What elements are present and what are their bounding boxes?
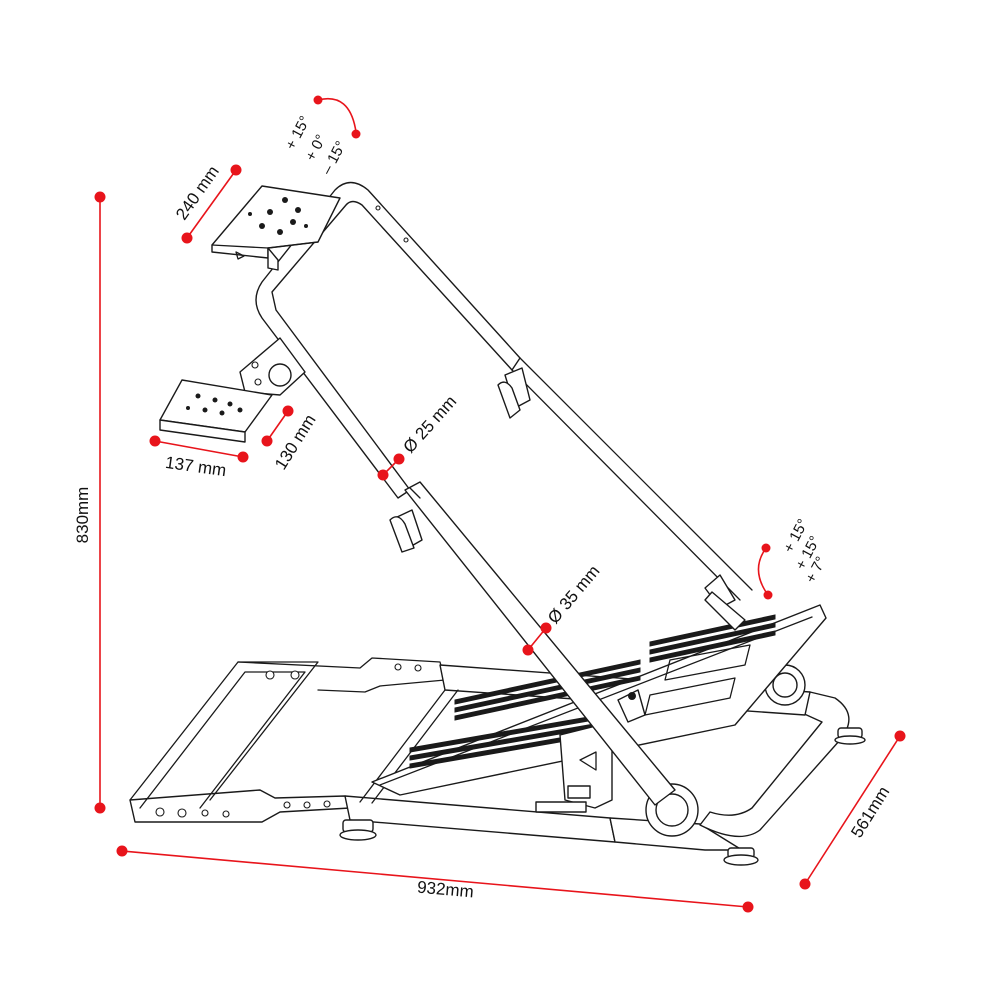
width-label: 932mm xyxy=(416,878,474,902)
clamp-knob-pedal xyxy=(704,574,746,631)
clamp-knob-right xyxy=(497,367,531,419)
pedal-plate-slots xyxy=(409,614,776,769)
upper-frame xyxy=(255,181,753,631)
shifter-mount xyxy=(159,337,306,443)
foot-rear xyxy=(834,727,866,745)
height-label: 830mm xyxy=(73,487,92,544)
depth-label: 561mm xyxy=(847,783,893,841)
wheel-angle-indicator: + 15° + 0° – 15° xyxy=(282,95,361,177)
lower-tube-label: Ø 35 mm xyxy=(544,562,603,628)
clamp-knob-left xyxy=(389,509,423,553)
foot-left xyxy=(339,819,377,841)
dimension-width: 932mm xyxy=(116,845,754,913)
lower-main-tube xyxy=(389,481,676,806)
shifter-plate-holes xyxy=(186,393,243,416)
pedal-angle-indicator: + 15° + 15° + 7° xyxy=(757,516,830,600)
wheel-mount-plate xyxy=(211,185,341,271)
dimension-shifter-depth: 130 mm xyxy=(261,405,320,473)
adjustment-holes-front xyxy=(155,800,331,818)
dimension-height: 830mm xyxy=(73,191,106,814)
dimension-shifter-width: 137 mm xyxy=(149,435,249,480)
shifter-width-label: 137 mm xyxy=(164,453,227,480)
dimension-upper-tube: Ø 25 mm xyxy=(377,392,460,481)
dimension-lower-tube: Ø 35 mm xyxy=(522,562,604,656)
upper-tube-label: Ø 25 mm xyxy=(399,392,460,457)
shifter-depth-label: 130 mm xyxy=(271,411,320,473)
wheel-plate-holes xyxy=(248,197,308,235)
foot-front xyxy=(723,847,759,866)
wheel-plate-label: 240 mm xyxy=(172,162,223,223)
